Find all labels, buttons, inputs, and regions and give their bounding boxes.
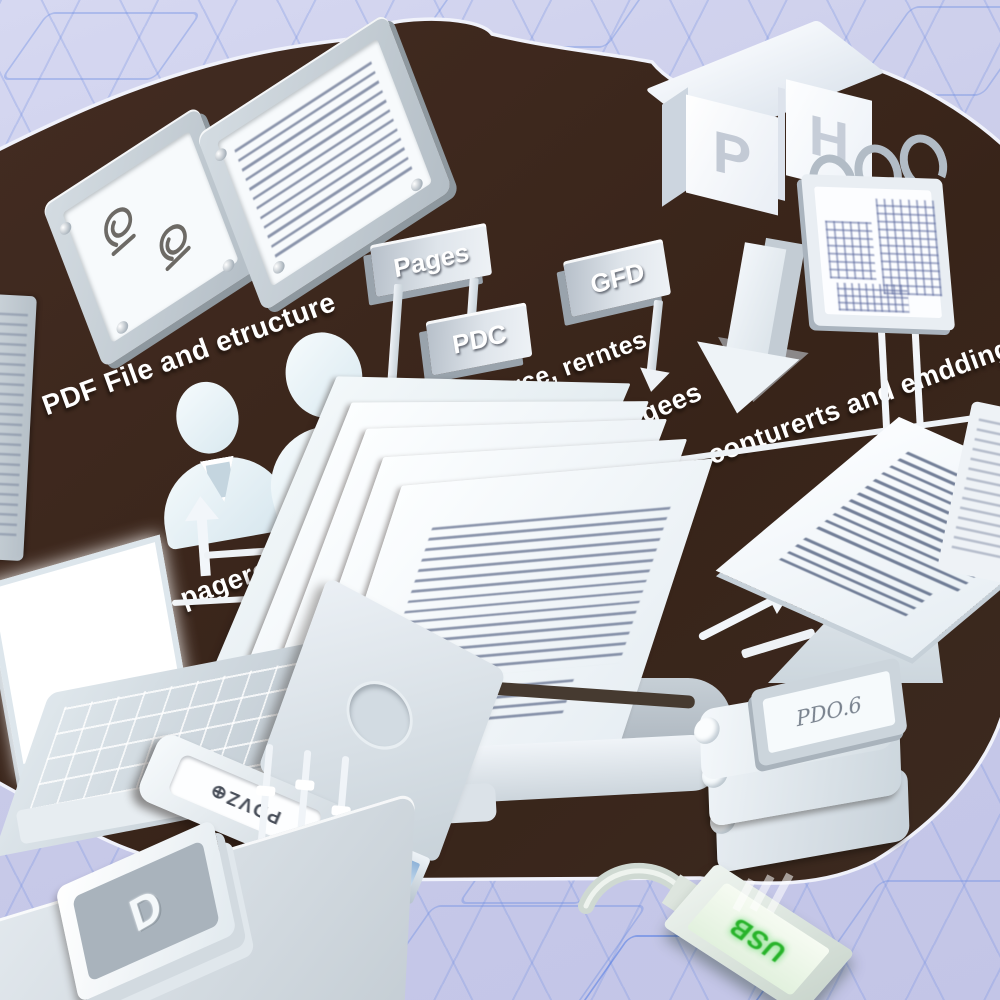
- sign-gfd-label: GFD: [587, 255, 647, 300]
- calendar-grid: [825, 220, 877, 281]
- cable: [578, 862, 686, 914]
- person-head: [170, 376, 245, 459]
- folded-documents-icon: PDO.6: [693, 656, 930, 877]
- cube-letter-p: P: [712, 117, 752, 193]
- easel-document-icon: [715, 416, 1000, 700]
- calendar-body: [800, 174, 956, 331]
- laptop-logo: [341, 672, 419, 758]
- sign-pdc-label: PDC: [449, 317, 509, 360]
- calendar-grid: [875, 198, 943, 297]
- folded-tag-text: PDO.6: [794, 692, 864, 732]
- usb-cable-icon: USB: [572, 852, 855, 1000]
- tablet-icon: [41, 105, 260, 369]
- sign-pages-label: Pages: [391, 236, 471, 283]
- booklet-icon: D: [0, 791, 450, 1000]
- calendar-grid: [836, 282, 910, 313]
- glyph-scribble-icon: [104, 207, 191, 272]
- booklet-emblem-letter: D: [124, 879, 168, 942]
- cube-left-face: [662, 87, 688, 207]
- tablet-screen: [62, 130, 239, 344]
- usb-stick-label-text: PDVZ⊕: [206, 778, 285, 827]
- cube-gap: [778, 87, 785, 201]
- trace-fork: [732, 872, 810, 926]
